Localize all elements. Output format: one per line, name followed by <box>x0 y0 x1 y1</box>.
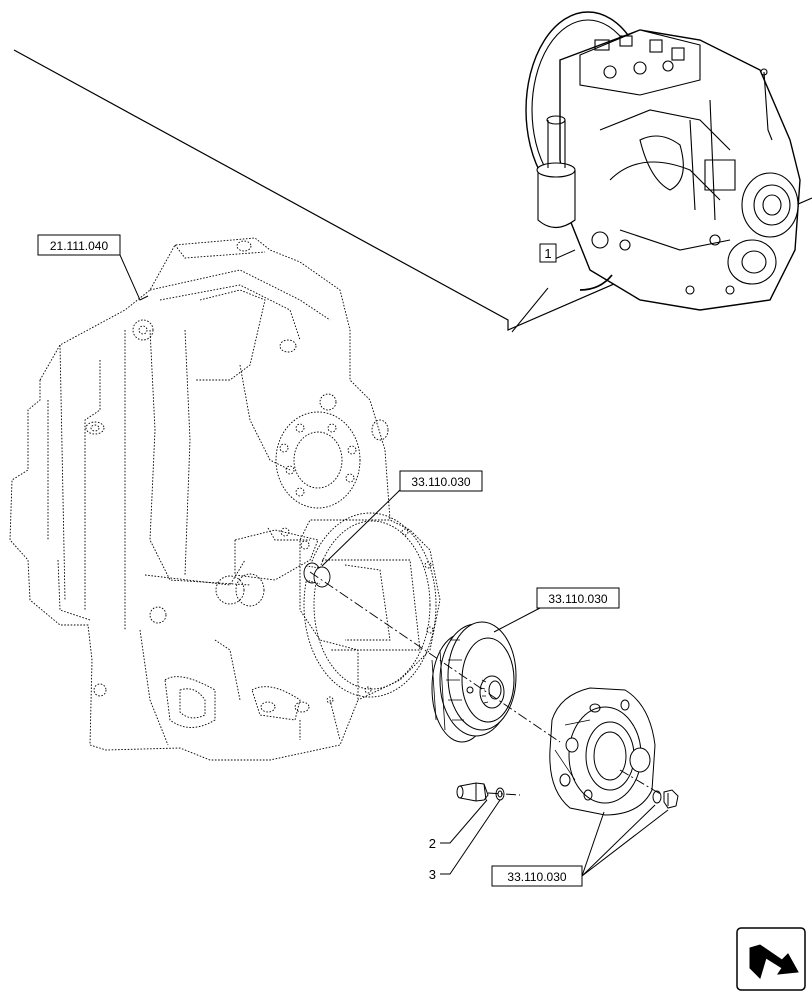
end-cover <box>549 687 656 816</box>
ref-housing[interactable]: 21.111.040 <box>37 234 149 301</box>
transmission-overview <box>525 11 801 311</box>
callout-2-label: 2 <box>429 836 436 851</box>
callout-3-label: 3 <box>429 867 436 882</box>
brake-disc <box>431 621 517 743</box>
bleeder-plug <box>456 782 489 802</box>
ref-brake-disc-label: 33.110.030 <box>548 592 607 606</box>
arrow-icon[interactable] <box>736 927 806 991</box>
callout-1-label: 1 <box>544 246 551 261</box>
assembly-axes <box>309 571 663 796</box>
callout-3[interactable]: 3 <box>429 799 501 882</box>
ref-cover-label: 33.110.030 <box>507 870 566 884</box>
transmission-housing <box>9 237 441 761</box>
callout-2[interactable]: 2 <box>429 799 488 851</box>
sealing-washer <box>495 787 505 801</box>
ref-shaft-label: 33.110.030 <box>411 475 470 489</box>
callout-1[interactable]: 1 <box>511 243 576 333</box>
ref-housing-label: 21.111.040 <box>50 239 109 253</box>
hex-nut <box>652 789 679 809</box>
ref-cover[interactable]: 33.110.030 <box>491 804 669 887</box>
ref-brake-disc[interactable]: 33.110.030 <box>493 587 620 633</box>
ref-shaft[interactable]: 33.110.030 <box>321 470 483 567</box>
